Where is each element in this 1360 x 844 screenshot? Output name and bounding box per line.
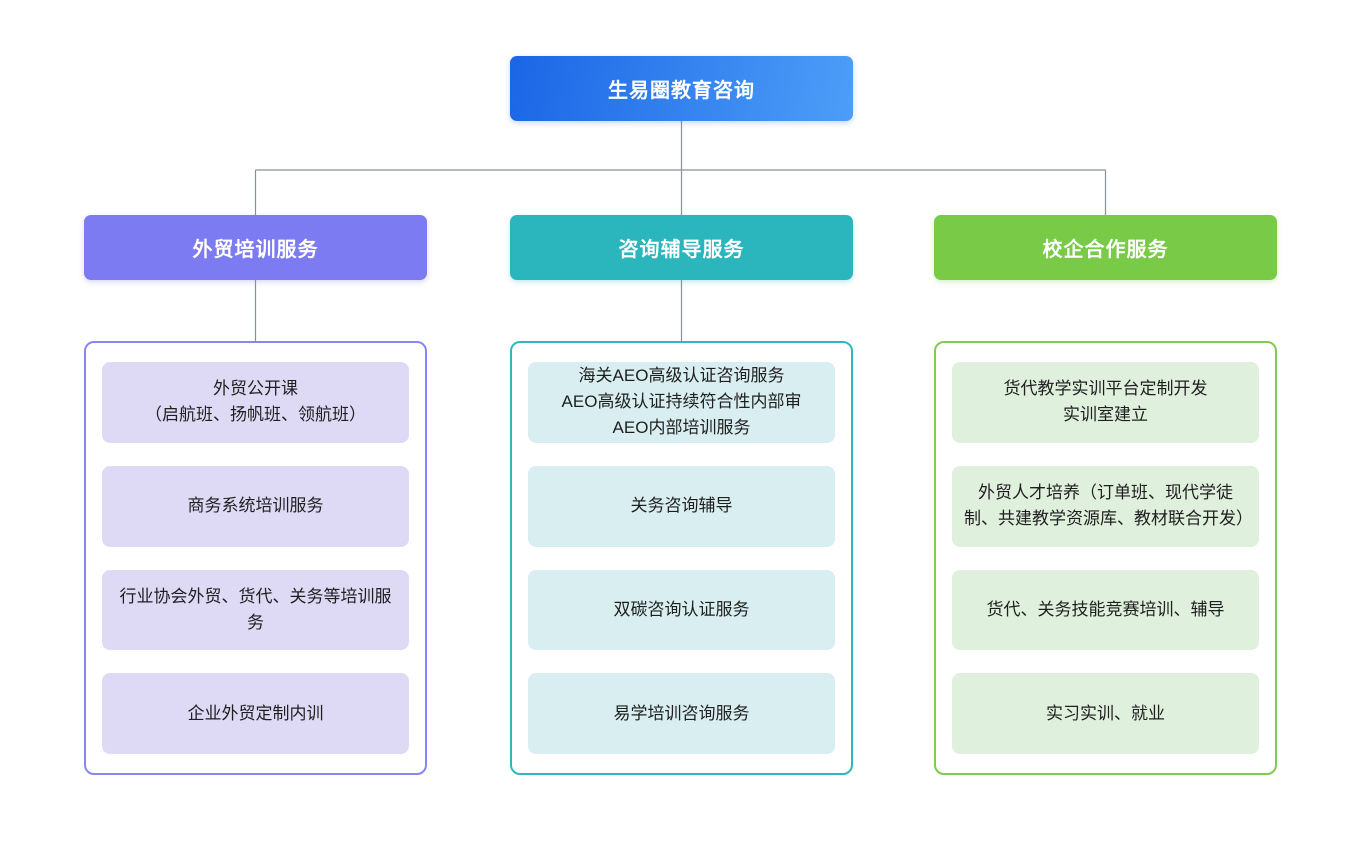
service-item: 外贸公开课 （启航班、扬帆班、领航班） (102, 362, 409, 443)
service-item: 海关AEO高级认证咨询服务 AEO高级认证持续符合性内部审 AEO内部培训服务 (528, 362, 835, 443)
root-node-label: 生易圈教育咨询 (608, 80, 755, 102)
branch-header-label: 咨询辅导服务 (618, 239, 745, 261)
branch-header-foreign-trade-training: 外贸培训服务 (84, 215, 427, 280)
service-item: 实习实训、就业 (952, 673, 1259, 754)
branch-header-label: 外贸培训服务 (192, 239, 319, 261)
root-node: 生易圈教育咨询 (510, 56, 853, 121)
branch-header-school-enterprise: 校企合作服务 (934, 215, 1277, 280)
service-item: 外贸人才培养（订单班、现代学徒制、共建教学资源库、教材联合开发） (952, 465, 1259, 547)
branch-container-school-enterprise: 货代教学实训平台定制开发 实训室建立 外贸人才培养（订单班、现代学徒制、共建教学… (934, 341, 1277, 775)
service-item: 易学培训咨询服务 (528, 673, 835, 754)
service-item: 行业协会外贸、货代、关务等培训服务 (102, 569, 409, 651)
service-item: 货代、关务技能竞赛培训、辅导 (952, 569, 1259, 651)
service-item: 商务系统培训服务 (102, 465, 409, 547)
service-item: 关务咨询辅导 (528, 465, 835, 547)
branch-container-consulting-coaching: 海关AEO高级认证咨询服务 AEO高级认证持续符合性内部审 AEO内部培训服务 … (510, 341, 853, 775)
branch-header-consulting-coaching: 咨询辅导服务 (510, 215, 853, 280)
branch-header-label: 校企合作服务 (1042, 239, 1169, 261)
service-item: 企业外贸定制内训 (102, 673, 409, 754)
service-item: 双碳咨询认证服务 (528, 569, 835, 651)
service-item: 货代教学实训平台定制开发 实训室建立 (952, 362, 1259, 443)
branch-container-foreign-trade-training: 外贸公开课 （启航班、扬帆班、领航班） 商务系统培训服务 行业协会外贸、货代、关… (84, 341, 427, 775)
